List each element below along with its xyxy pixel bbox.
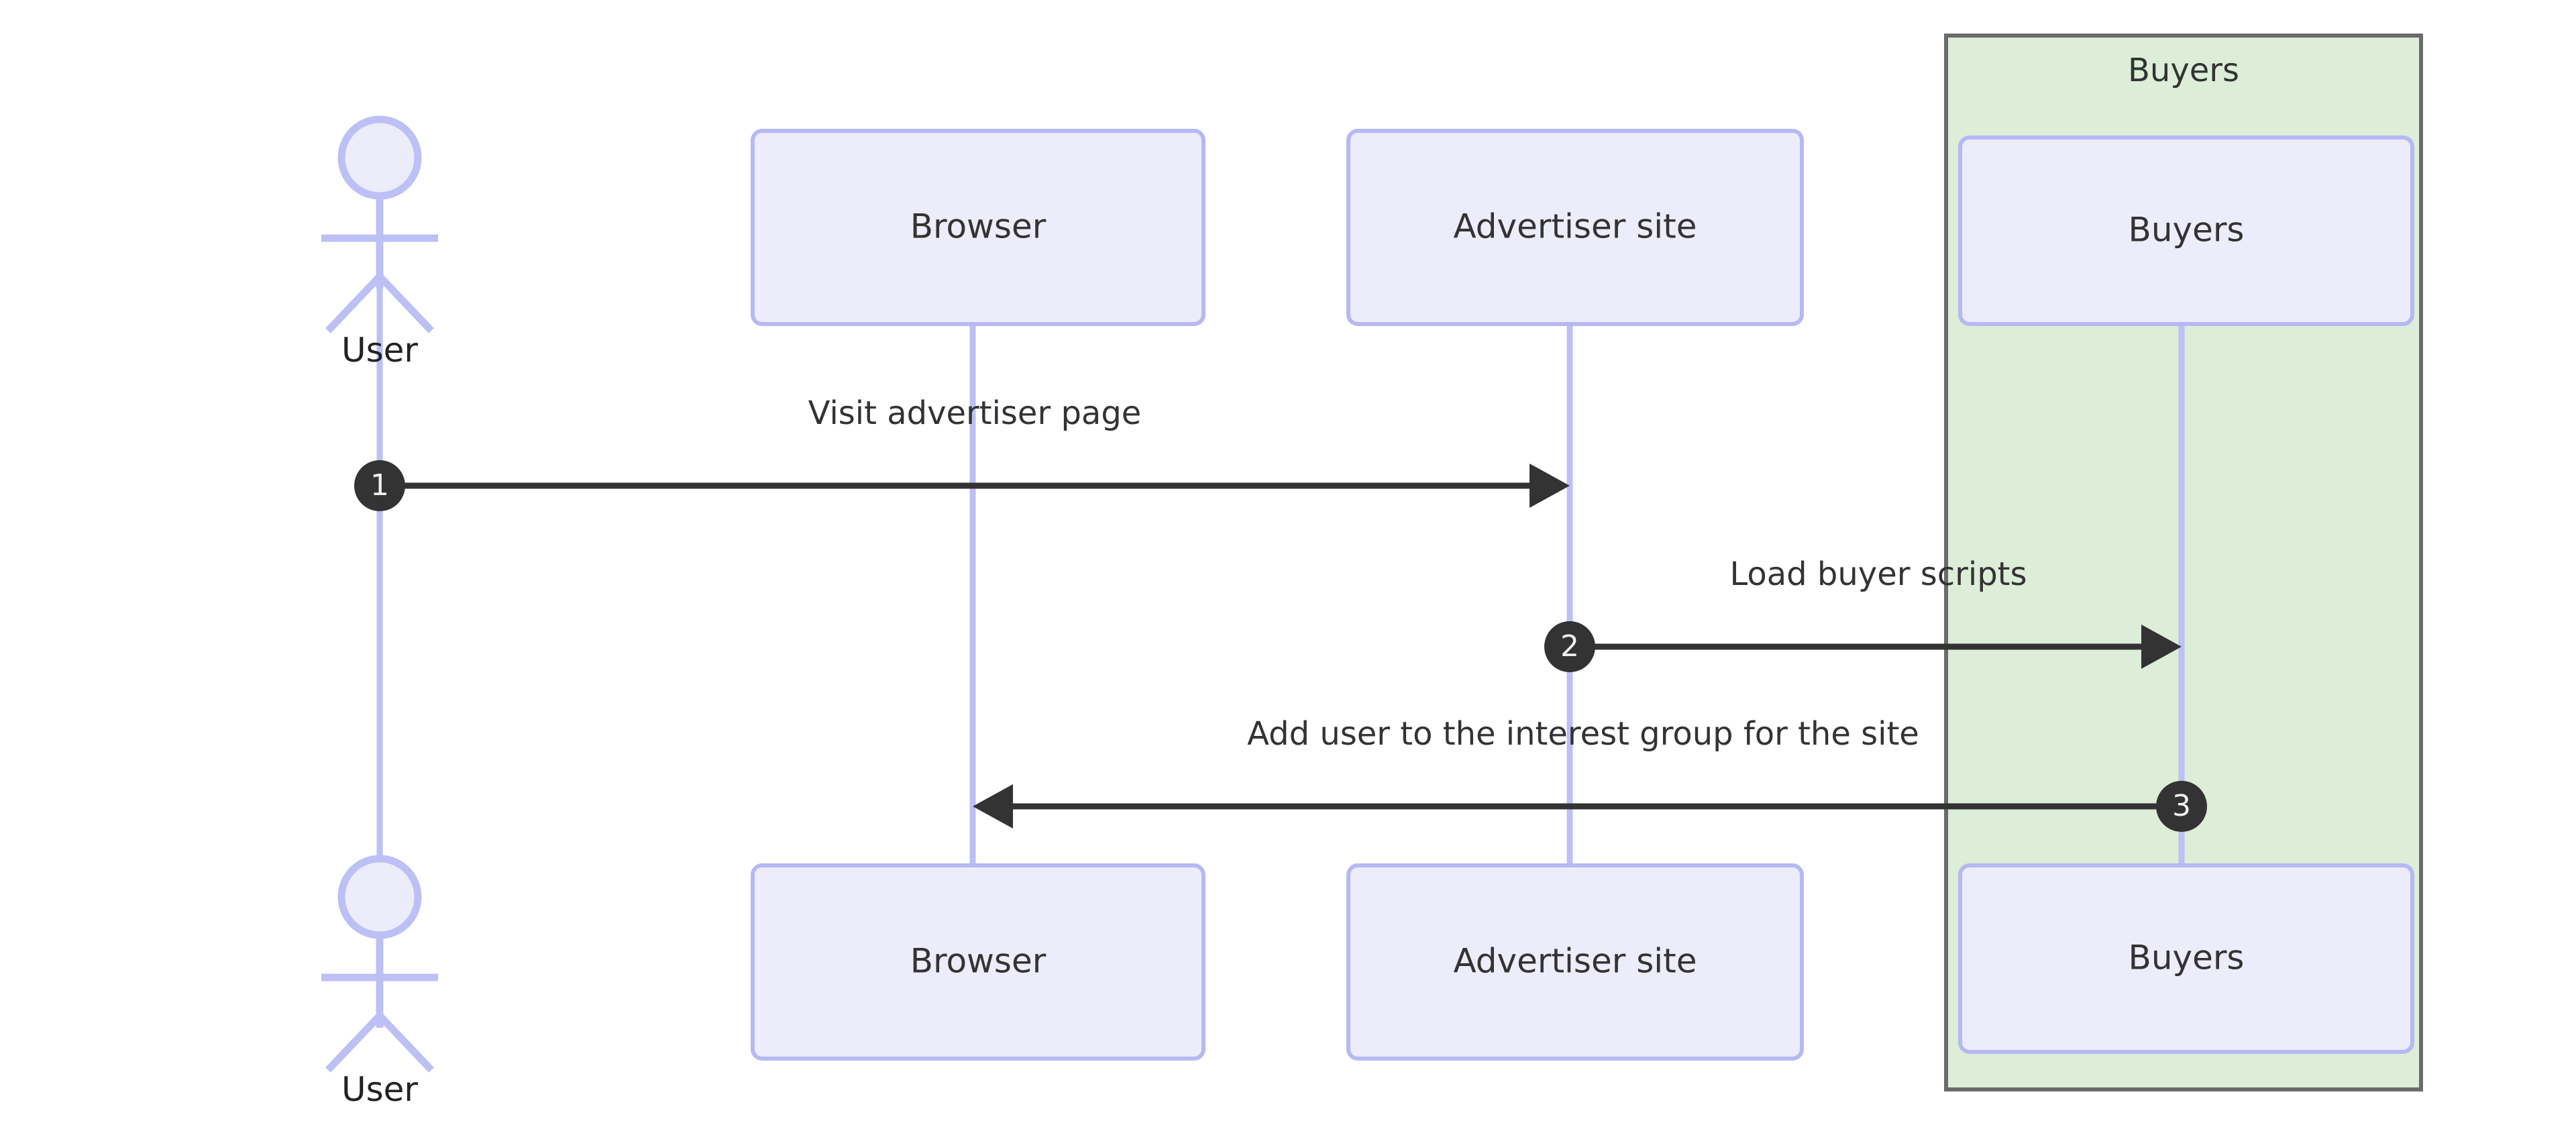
participant-browser-bottom[interactable]: Browser (751, 863, 1205, 1061)
participant-box-browser-bottom (751, 863, 1205, 1061)
participant-box-browser-top (751, 129, 1205, 326)
message-1[interactable]: Visit advertiser page 1 (354, 394, 1570, 511)
message-2-badge-number: 2 (1560, 629, 1579, 663)
participant-label-buyers-top: Buyers (2129, 211, 2245, 250)
participant-user-bottom[interactable]: User (321, 855, 438, 1109)
participant-browser-top[interactable]: Browser (751, 129, 1205, 326)
participant-label-advertiser-top: Advertiser site (1453, 207, 1697, 246)
participant-advertiser-top[interactable]: Advertiser site (1346, 129, 1804, 326)
message-1-badge-number: 1 (370, 468, 389, 502)
participant-label-user-top: User (341, 331, 418, 370)
message-1-label: Visit advertiser page (808, 394, 1142, 432)
message-2-badge (1544, 621, 1595, 672)
message-2-label: Load buyer scripts (1730, 555, 2027, 593)
message-3-badge (2156, 781, 2207, 832)
participant-user-top[interactable]: User (321, 115, 438, 370)
message-3-badge-number: 3 (2172, 789, 2191, 823)
message-1-arrowhead-right-icon (1529, 464, 1570, 508)
actor-legs-icon (325, 274, 434, 333)
group-buyers-title: Buyers (2128, 52, 2239, 89)
message-2-arrowhead-right-icon (2141, 625, 2182, 669)
message-1-badge (354, 460, 405, 511)
participant-box-advertiser-bottom (1346, 863, 1804, 1061)
participant-label-browser-bottom: Browser (910, 942, 1046, 981)
message-2[interactable]: Load buyer scripts 2 (1544, 555, 2182, 672)
message-3-label: Add user to the interest group for the s… (1247, 715, 1919, 753)
participant-label-advertiser-bottom: Advertiser site (1453, 942, 1697, 981)
participant-box-advertiser-top (1346, 129, 1804, 326)
participant-box-buyers-bottom (1958, 863, 2414, 1054)
participant-label-browser-top: Browser (910, 207, 1046, 246)
actor-head-icon (337, 115, 422, 200)
participant-label-buyers-bottom: Buyers (2129, 939, 2245, 977)
participant-buyers-bottom[interactable]: Buyers (1958, 863, 2414, 1054)
actor-head-icon (337, 855, 422, 939)
actor-legs-icon (325, 1013, 434, 1073)
participant-label-user-bottom: User (341, 1070, 418, 1109)
participant-buyers-top[interactable]: Buyers (1958, 136, 2414, 326)
message-3-arrowhead-left-icon (973, 784, 1013, 828)
message-3[interactable]: Add user to the interest group for the s… (973, 715, 2207, 832)
participant-advertiser-bottom[interactable]: Advertiser site (1346, 863, 1804, 1061)
participant-box-buyers-top (1958, 136, 2414, 326)
